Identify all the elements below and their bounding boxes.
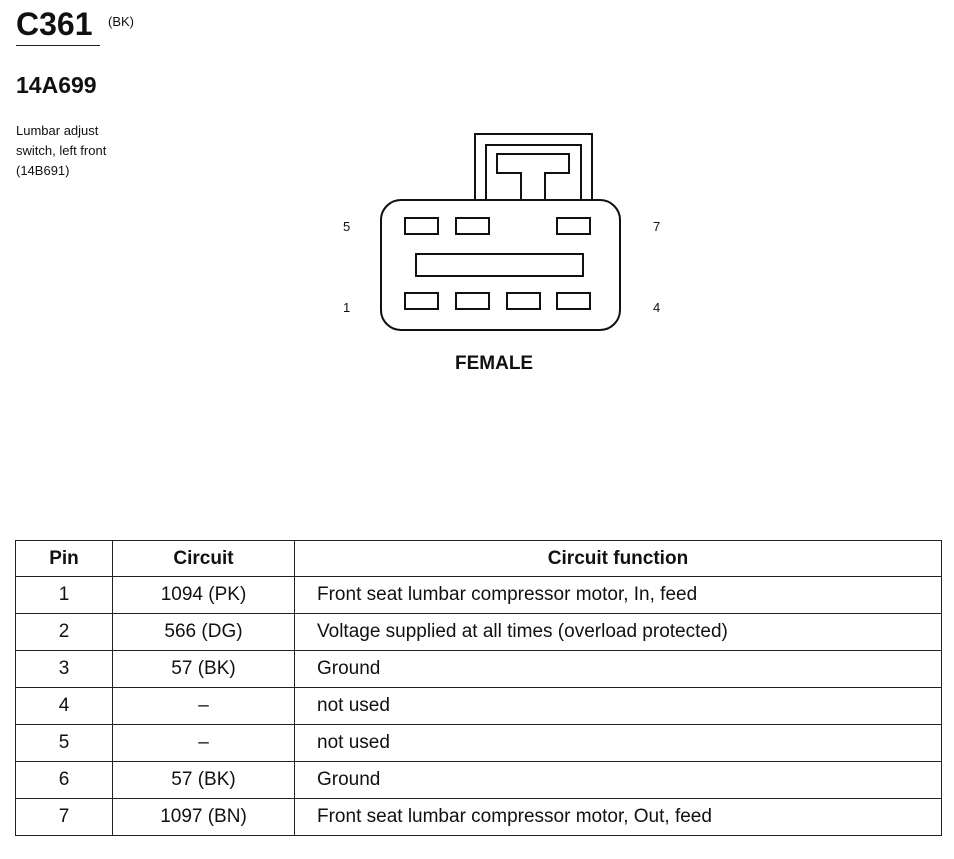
pin-cavity-7 [556, 217, 591, 235]
connector-color: (BK) [108, 14, 134, 29]
pin-cavity-2 [455, 292, 490, 310]
circuit-cell: 57 (BK) [112, 761, 295, 799]
pin-cell: 3 [15, 650, 113, 688]
function-cell: Ground [294, 650, 942, 688]
circuit-cell: – [112, 687, 295, 725]
title-underline [16, 45, 100, 46]
circuit-cell: 566 (DG) [112, 613, 295, 651]
connector-description: Lumbar adjust switch, left front (14B691… [16, 121, 106, 181]
description-line: (14B691) [16, 163, 70, 178]
pin-cavity-6 [455, 217, 490, 235]
pinout-table: Pin Circuit Circuit function 1 1094 (PK)… [15, 540, 942, 836]
connector-id: C361 [16, 6, 93, 42]
pin-cavity-5 [404, 217, 439, 235]
header-circuit-function: Circuit function [294, 540, 942, 577]
connector-body [380, 199, 621, 331]
pin-label-bottom-right: 4 [653, 300, 661, 315]
pin-cell: 2 [15, 613, 113, 651]
circuit-cell: 1094 (PK) [112, 576, 295, 614]
pin-cell: 5 [15, 724, 113, 762]
description-line: Lumbar adjust [16, 123, 99, 138]
pin-cell: 7 [15, 798, 113, 836]
function-cell: Voltage supplied at all times (overload … [294, 613, 942, 651]
part-number: 14A699 [16, 72, 97, 98]
function-cell: not used [294, 687, 942, 725]
lock-latch [496, 153, 570, 202]
pin-cell: 1 [15, 576, 113, 614]
pin-label-bottom-left: 1 [343, 300, 351, 315]
table-row: 2 566 (DG) Voltage supplied at all times… [15, 613, 942, 651]
function-cell: not used [294, 724, 942, 762]
table-row: 4 – not used [15, 687, 942, 725]
pin-label-top-left: 5 [343, 219, 351, 234]
circuit-cell: 1097 (BN) [112, 798, 295, 836]
connector-gender: FEMALE [455, 353, 534, 374]
description-line: switch, left front [16, 143, 107, 158]
pin-cell: 6 [15, 761, 113, 799]
pin-cavity-3 [506, 292, 541, 310]
pin-cell: 4 [15, 687, 113, 725]
key-slot [415, 253, 584, 277]
table-row: 5 – not used [15, 724, 942, 762]
table-row: 3 57 (BK) Ground [15, 650, 942, 688]
function-cell: Ground [294, 761, 942, 799]
circuit-cell: 57 (BK) [112, 650, 295, 688]
function-cell: Front seat lumbar compressor motor, Out,… [294, 798, 942, 836]
connector-face-diagram [380, 133, 621, 331]
pin-cavity-4 [556, 292, 591, 310]
function-cell: Front seat lumbar compressor motor, In, … [294, 576, 942, 614]
table-header-row: Pin Circuit Circuit function [15, 540, 942, 577]
table-row: 6 57 (BK) Ground [15, 761, 942, 799]
table-row: 1 1094 (PK) Front seat lumbar compressor… [15, 576, 942, 614]
header-pin: Pin [15, 540, 113, 577]
pin-label-top-right: 7 [653, 219, 661, 234]
header-circuit: Circuit [112, 540, 295, 577]
circuit-cell: – [112, 724, 295, 762]
pin-cavity-1 [404, 292, 439, 310]
table-row: 7 1097 (BN) Front seat lumbar compressor… [15, 798, 942, 836]
